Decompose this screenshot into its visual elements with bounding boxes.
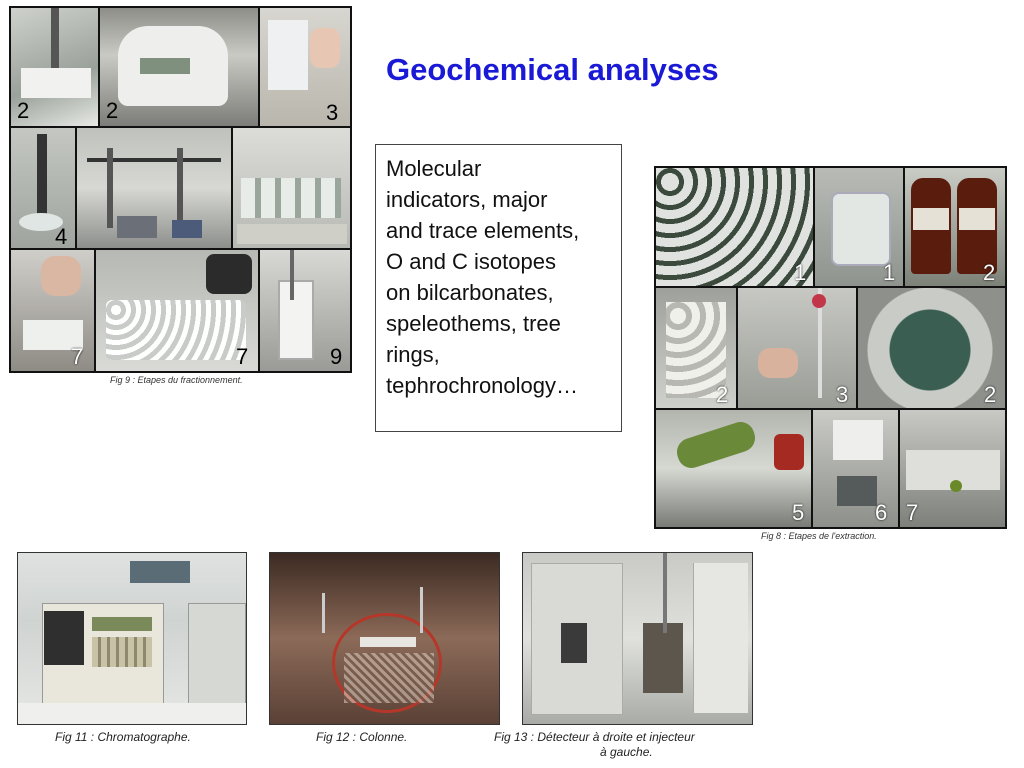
fig8-photo-tile: 6 <box>813 410 898 527</box>
text-line: indicators, major <box>386 187 548 212</box>
slide-title: Geochemical analyses <box>386 52 719 87</box>
tile-number: 7 <box>906 500 919 525</box>
tile-number: 4 <box>55 224 68 248</box>
tile-number: 2 <box>106 98 119 123</box>
tile-number: 9 <box>330 344 343 369</box>
fig9-photo-tile: 9 <box>260 250 350 371</box>
fig8-photo-tile: 2 <box>905 168 1005 286</box>
fig8-photo-tile: 7 <box>900 410 1005 527</box>
text-line: rings, <box>386 342 440 367</box>
fig9-photo-tile: 7 <box>11 250 94 371</box>
fig8-photo-tile: 1 <box>656 168 813 286</box>
fig9-photo-tile: 2 <box>100 8 258 126</box>
fig8-photo-mosaic: 1 1 2 2 3 2 5 6 7 <box>654 166 1007 529</box>
fig8-photo-tile: 1 <box>815 168 903 286</box>
fig9-photo-tile: 3 <box>260 8 350 126</box>
tile-number: 1 <box>883 260 896 285</box>
tile-number: 2 <box>983 260 996 285</box>
fig8-photo-tile: 3 <box>738 288 856 408</box>
fig12-caption: Fig 12 : Colonne. <box>316 730 408 744</box>
text-line: on bilcarbonates, <box>386 280 554 305</box>
fig13-caption-line2: à gauche. <box>600 745 653 759</box>
fig8-photo-tile: 2 <box>858 288 1005 408</box>
tile-number: 3 <box>326 100 339 125</box>
fig13-caption-line1: Fig 13 : Détecteur à droite et injecteur <box>494 730 695 744</box>
fig9-photo-mosaic: 2 2 3 4 7 7 9 <box>9 6 352 373</box>
text-line: O and C isotopes <box>386 249 556 274</box>
description-textbox: Molecular indicators, major and trace el… <box>375 144 622 432</box>
tile-number: 1 <box>794 260 807 285</box>
fig11-caption: Fig 11 : Chromatographe. <box>55 730 191 744</box>
fig12-column-photo <box>269 552 500 725</box>
tile-number: 2 <box>17 98 30 123</box>
tile-number: 3 <box>836 382 849 407</box>
tile-number: 2 <box>984 382 997 407</box>
fig8-photo-tile: 5 <box>656 410 811 527</box>
tile-number: 6 <box>875 500 888 525</box>
text-line: and trace elements, <box>386 218 580 243</box>
fig11-chromatograph-photo <box>17 552 247 725</box>
text-line: Molecular <box>386 156 482 181</box>
fig9-photo-tile <box>233 128 350 248</box>
text-line: speleothems, tree <box>386 311 561 336</box>
text-line: tephrochronology… <box>386 373 579 398</box>
fig9-photo-tile: 2 <box>11 8 98 126</box>
tile-number: 2 <box>716 382 729 407</box>
fig9-photo-tile: 4 <box>11 128 75 248</box>
tile-number: 7 <box>236 344 249 369</box>
fig13-detector-injector-photo <box>522 552 753 725</box>
tile-number: 7 <box>71 344 84 369</box>
fig9-caption: Fig 9 : Etapes du fractionnement. <box>110 375 243 385</box>
fig9-photo-tile: 7 <box>96 250 258 371</box>
fig9-photo-tile <box>77 128 231 248</box>
tile-number: 5 <box>792 500 805 525</box>
fig8-photo-tile: 2 <box>656 288 736 408</box>
fig8-caption: Fig 8 : Etapes de l'extraction. <box>761 531 877 541</box>
